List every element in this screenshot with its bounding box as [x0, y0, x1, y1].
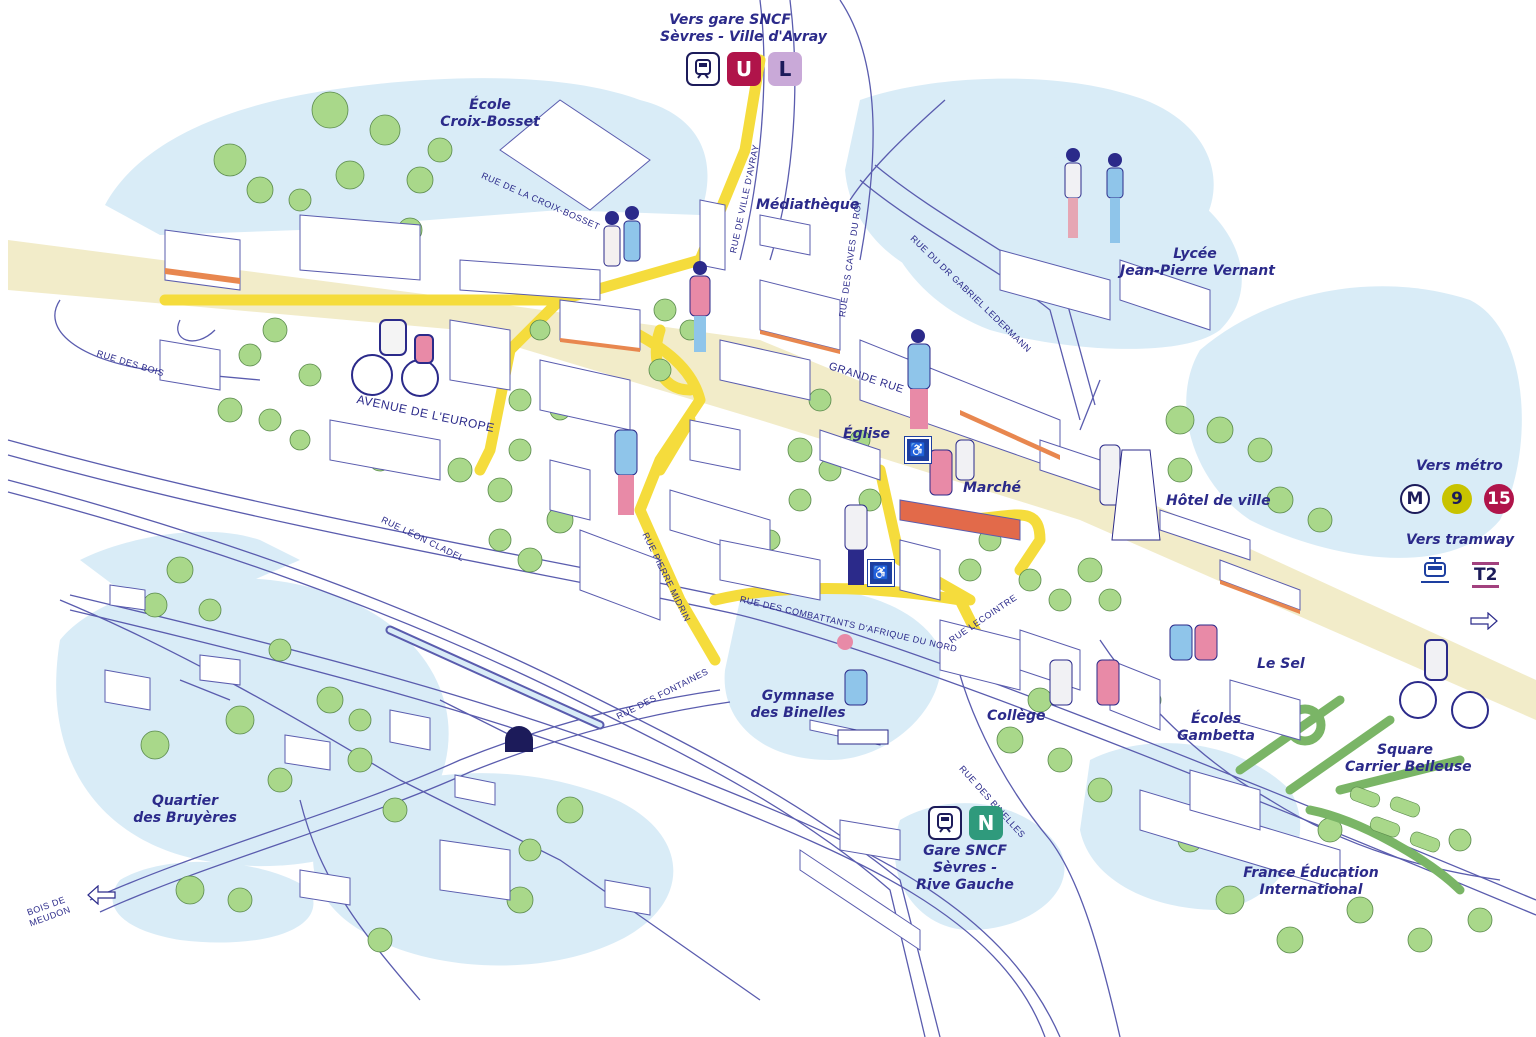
- line-n-badge: N: [969, 806, 1003, 840]
- zone-bottom-left: [112, 861, 314, 943]
- tram-icon: [1418, 556, 1452, 586]
- label-ecoles-line2: Gambetta: [1177, 728, 1255, 744]
- label-vers-metro: Vers métro: [1416, 458, 1503, 474]
- label-gare-rg-line1: Gare SNCF: [923, 843, 1007, 859]
- zone-gymnase: [724, 588, 941, 760]
- person-cyclist: [351, 319, 439, 397]
- accessibility-icon: ♿: [904, 436, 932, 464]
- tram-icon-graphic: [1421, 557, 1449, 583]
- label-vers-gare-sncf: Vers gare SNCF Sèvres - Ville d'Avray: [660, 12, 827, 46]
- person-bench-pair: [1169, 624, 1218, 661]
- square-beds: [1349, 786, 1441, 853]
- label-ecoles-line1: Écoles: [1190, 711, 1242, 727]
- avenue-band: [8, 240, 1536, 720]
- buildings: [104, 99, 1341, 951]
- label-gymnase-line1: Gymnase: [761, 688, 835, 704]
- label-vers-gare-sncf-line1: Vers gare SNCF: [669, 12, 791, 28]
- label-square-line2: Carrier Belleuse: [1345, 759, 1472, 775]
- label-gymnase: Gymnase des Binelles: [748, 688, 848, 722]
- label-marche: Marché: [963, 480, 1022, 496]
- person-wedding: [1099, 444, 1161, 541]
- label-gare-rg-line3: Rive Gauche: [916, 877, 1014, 893]
- railway: [69, 594, 1061, 1037]
- label-lycee-line1: Lycée: [1173, 246, 1217, 262]
- label-ecole-line1: École: [469, 97, 511, 113]
- label-vers-gare-sncf-line2: Sèvres - Ville d'Avray: [660, 29, 827, 45]
- label-mediatheque: Médiathèque: [756, 197, 860, 213]
- label-france-education: France Éducation International: [1236, 865, 1386, 899]
- accessibility-icon: ♿: [867, 559, 895, 587]
- train-icon-rive-gauche: [928, 806, 962, 840]
- person-basketball: [837, 634, 889, 745]
- person-couple-lycee: [1064, 148, 1124, 243]
- arrow-right-icon: [1470, 612, 1498, 630]
- train-icon: [937, 813, 953, 833]
- person-girl-square: [844, 504, 868, 585]
- person-walker-pink: [689, 261, 711, 352]
- person-college-pair: [1049, 659, 1120, 706]
- train-icon: [695, 59, 711, 79]
- train-icon-north: [686, 52, 720, 86]
- label-bruyeres-line1: Quartier: [151, 793, 219, 809]
- label-hotel-de-ville: Hôtel de ville: [1166, 493, 1271, 509]
- label-bruyeres-line2: des Bruyères: [133, 810, 237, 826]
- hedges: [1235, 695, 1465, 895]
- person-market: [929, 439, 975, 496]
- tunnel-entrance: [505, 726, 533, 752]
- label-ecole-line2: Croix-Bosset: [440, 114, 540, 130]
- metro-m-badge: M: [1400, 484, 1430, 514]
- label-le-sel: Le Sel: [1257, 656, 1305, 672]
- label-eglise: Église: [843, 426, 891, 442]
- trees: [140, 91, 1493, 954]
- zone-east: [1186, 286, 1522, 558]
- label-quartier-bruyeres: Quartier des Bruyères: [130, 793, 240, 827]
- label-college: Collège: [987, 708, 1046, 724]
- label-france-edu-line1: France Éducation: [1243, 865, 1379, 881]
- label-lycee-line2: Jean-Pierre Vernant: [1120, 263, 1275, 279]
- facade-strips: [165, 268, 1300, 614]
- metro-15-badge: 15: [1484, 484, 1514, 514]
- person-man-grande-rue: [907, 329, 931, 429]
- arrow-left-icon: [87, 885, 116, 905]
- label-france-edu-line2: International: [1259, 882, 1363, 898]
- label-square-line1: Square: [1377, 742, 1433, 758]
- label-ecole-croix-bosset: École Croix-Bosset: [425, 97, 555, 131]
- line-u-badge: U: [727, 52, 761, 86]
- label-gare-rg-line2: Sèvres -: [932, 860, 998, 876]
- label-gare-rive-gauche: Gare SNCF Sèvres - Rive Gauche: [900, 843, 1030, 894]
- label-lycee: Lycée Jean-Pierre Vernant: [1120, 246, 1275, 280]
- label-ecoles-gambetta: Écoles Gambetta: [1176, 711, 1256, 745]
- person-walker-frame: [614, 429, 638, 515]
- line-l-badge: L: [768, 52, 802, 86]
- person-cyclist-east: [1399, 639, 1489, 729]
- label-square-carrier-belleuse: Square Carrier Belleuse: [1345, 742, 1472, 776]
- label-gymnase-line2: des Binelles: [750, 705, 846, 721]
- tram-t2-badge: T2: [1472, 562, 1500, 588]
- label-vers-tramway: Vers tramway: [1406, 532, 1515, 548]
- person-elderly-couple: [603, 206, 641, 267]
- metro-9-badge: 9: [1442, 484, 1472, 514]
- people: [351, 148, 1489, 745]
